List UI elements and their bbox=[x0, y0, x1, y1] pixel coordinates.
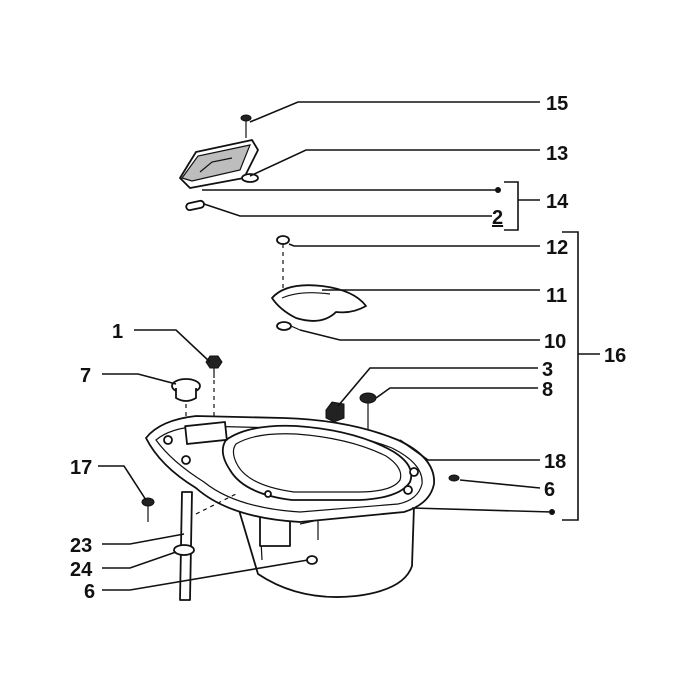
callout-1: 1 bbox=[112, 321, 123, 343]
callout-11: 11 bbox=[546, 285, 567, 307]
bracket-3 bbox=[325, 401, 345, 423]
leader-lines bbox=[98, 101, 600, 591]
pin-2 bbox=[185, 199, 205, 212]
clip-10 bbox=[276, 321, 301, 331]
callout-7: 7 bbox=[80, 365, 91, 387]
callout-labels: 15 13 14 2 12 11 10 16 3 8 1 7 18 6 17 2… bbox=[70, 93, 626, 603]
callout-10: 10 bbox=[544, 331, 566, 353]
callout-16: 16 bbox=[604, 345, 626, 367]
helmet-tub bbox=[145, 380, 435, 598]
callout-18: 18 bbox=[544, 451, 566, 473]
lid-cover-13 bbox=[179, 139, 259, 189]
washer-6-right bbox=[448, 474, 460, 482]
callout-12: 12 bbox=[546, 237, 568, 259]
callout-17: 17 bbox=[70, 457, 92, 479]
callout-23: 23 bbox=[70, 535, 92, 557]
callout-15: 15 bbox=[546, 93, 568, 115]
callout-14: 14 bbox=[546, 191, 569, 213]
callout-24: 24 bbox=[70, 559, 93, 581]
callout-8: 8 bbox=[542, 379, 553, 401]
screw-17 bbox=[141, 497, 155, 522]
callout-2: 2 bbox=[492, 207, 503, 229]
screw-12 bbox=[276, 235, 290, 290]
tube-clamp-24 bbox=[173, 544, 195, 556]
callout-6-right: 6 bbox=[544, 479, 555, 501]
cover-plate-11 bbox=[271, 284, 367, 322]
callout-6-bottom: 6 bbox=[84, 581, 95, 603]
callout-13: 13 bbox=[546, 143, 568, 165]
callout-3: 3 bbox=[542, 359, 553, 381]
nut-1 bbox=[205, 355, 223, 378]
